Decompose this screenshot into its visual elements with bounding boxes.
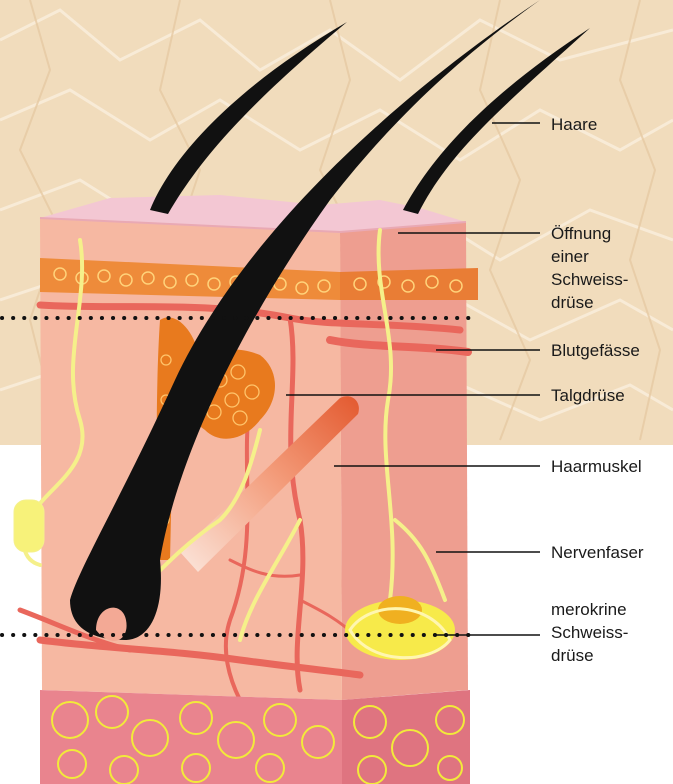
label-nerve-fiber: Nervenfaser	[551, 541, 644, 564]
label-sweat-gland-opening: Öffnung einer Schweiss- drüse	[551, 222, 628, 314]
label-eccrine-sweat-gland: merokrine Schweiss- drüse	[551, 598, 628, 667]
label-sebaceous-gland: Talgdrüse	[551, 384, 625, 407]
label-blood-vessels: Blutgefässe	[551, 339, 640, 362]
label-hair-muscle: Haarmuskel	[551, 455, 642, 478]
fat-layer	[40, 690, 470, 784]
nerve-ending	[14, 500, 44, 552]
label-hair: Haare	[551, 113, 597, 136]
